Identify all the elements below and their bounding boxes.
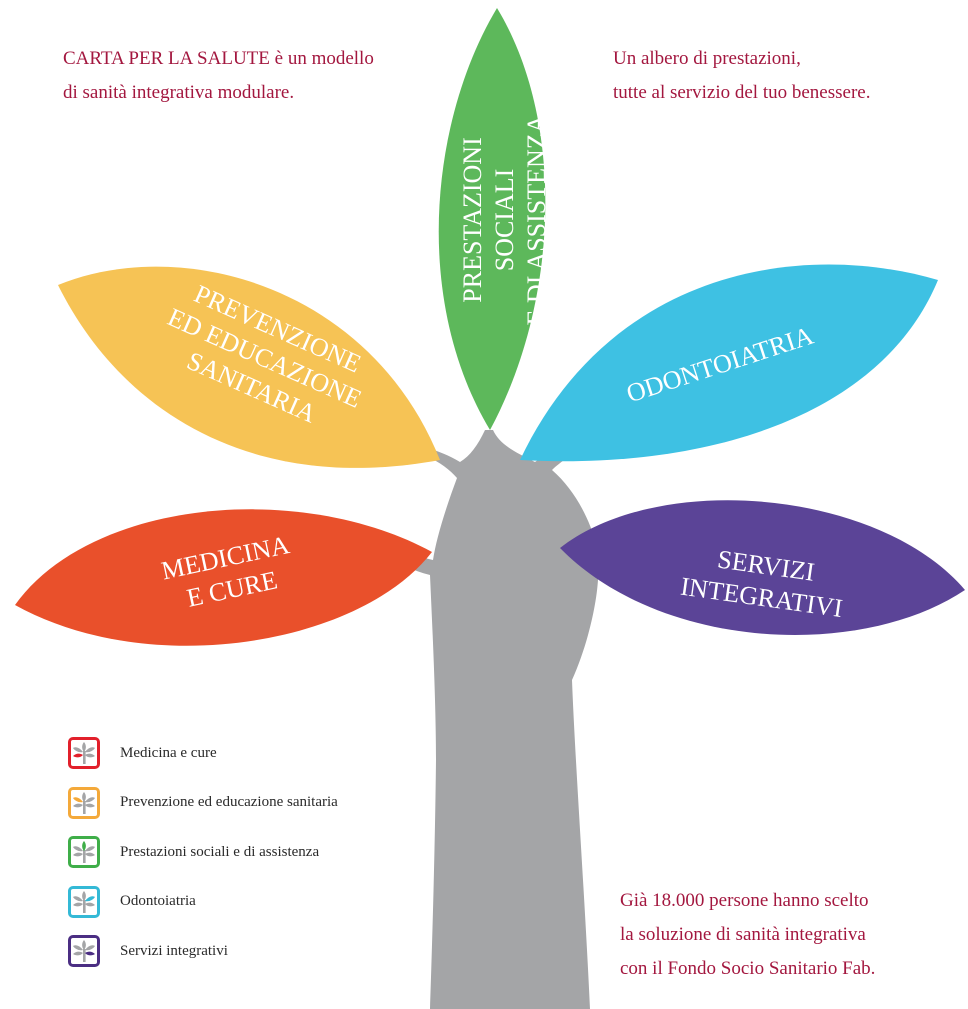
tree-trunk: [374, 430, 655, 1009]
intro-right-line-1: Un albero di prestazioni,: [613, 48, 801, 69]
leaf-green-line-3: E DI ASSISTENZA: [522, 114, 551, 325]
tree-icon-yellow: [68, 786, 100, 819]
legend-item: Medicina e cure: [68, 735, 338, 771]
legend-label: Servizi integrativi: [120, 942, 228, 959]
leaf-cyan: [520, 264, 938, 462]
tree-icon-red: [68, 737, 100, 769]
intro-text-right: Un albero di prestazioni, tutte al servi…: [613, 42, 963, 110]
leaf-green-line-1: PRESTAZIONI: [458, 137, 487, 302]
legend-item: Prevenzione ed educazione sanitaria: [68, 785, 338, 821]
intro-left-line-2: di sanità integrativa modulare.: [63, 82, 295, 103]
leaf-yellow: [58, 266, 440, 468]
closing-line-3: con il Fondo Socio Sanitario Fab.: [620, 958, 876, 979]
legend-item: Servizi integrativi: [68, 933, 338, 969]
leaf-green-line-2: SOCIALI: [490, 169, 519, 272]
closing-line-2: la soluzione di sanità integrativa: [620, 924, 866, 945]
intro-left-line-1: CARTA PER LA SALUTE è un modello: [63, 48, 374, 69]
legend-item: Odontoiatria: [68, 884, 338, 920]
legend-label: Prevenzione ed educazione sanitaria: [120, 794, 338, 810]
leaf-red: [15, 509, 432, 646]
leaf-purple: [560, 500, 965, 635]
leaf-green: [438, 8, 546, 430]
legend-label: Medicina e cure: [120, 744, 217, 761]
tree-icon-cyan: [68, 885, 100, 918]
legend-item: Prestazioni sociali e di assistenza: [68, 834, 338, 870]
intro-text-left: CARTA PER LA SALUTE è un modello di sani…: [63, 42, 443, 110]
legend-label: Prestazioni sociali e di assistenza: [120, 843, 320, 860]
tree-icon-green: [68, 836, 100, 868]
intro-right-line-2: tutte al servizio del tuo benessere.: [613, 82, 871, 103]
legend-label: Odontoiatria: [120, 893, 196, 909]
closing-line-1: Già 18.000 persone hanno scelto: [620, 890, 869, 911]
leaf-green-label: PRESTAZIONI SOCIALI E DI ASSISTENZA: [458, 114, 551, 325]
closing-text: Già 18.000 persone hanno scelto la soluz…: [620, 884, 960, 986]
tree-icon-purple: [68, 935, 100, 967]
